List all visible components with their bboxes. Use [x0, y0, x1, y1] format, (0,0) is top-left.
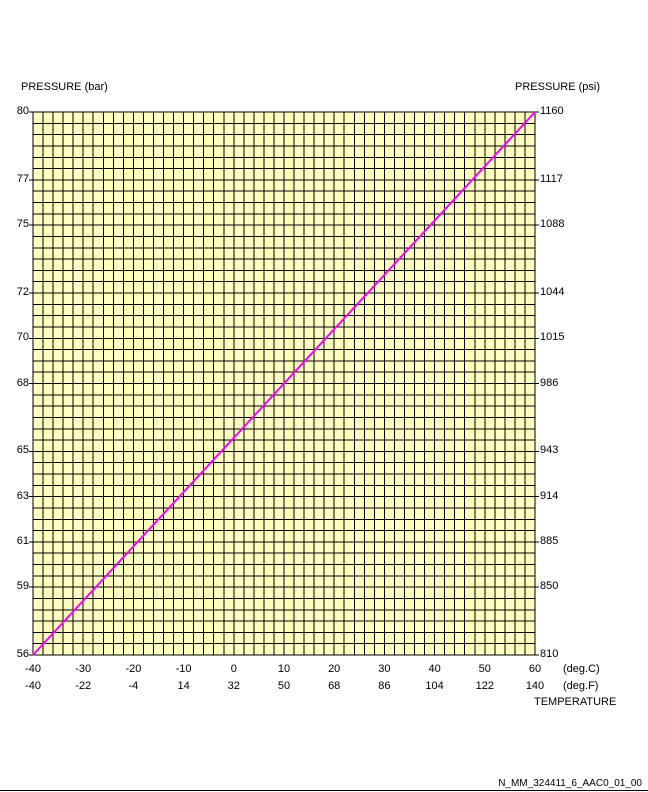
- x-tick-label-celsius: -20: [125, 663, 142, 675]
- y-tick-label-bar: 72: [16, 286, 29, 298]
- y-tick-label-bar: 68: [16, 376, 29, 389]
- x-tick-label-fahrenheit: -22: [75, 680, 92, 692]
- y-tick-label-psi: 810: [540, 648, 559, 660]
- series-line-0: [32, 111, 536, 656]
- y-tick-label-bar: 59: [16, 580, 29, 593]
- y-tick-label-psi: 1160: [540, 105, 564, 117]
- x-tick-label-celsius: 10: [277, 663, 291, 675]
- x-tick-label-fahrenheit: -40: [25, 680, 41, 692]
- x-tick-label-fahrenheit: 122: [475, 680, 494, 692]
- series-group: [32, 111, 536, 656]
- x-tick-label-fahrenheit: 86: [378, 680, 391, 692]
- x-unit-fahrenheit: (deg.F): [563, 680, 599, 692]
- y-tick-label-bar: 70: [16, 331, 29, 344]
- x-tick-label-fahrenheit: 14: [177, 680, 190, 692]
- y-tick-label-bar: 56: [16, 648, 29, 660]
- x-tick-label-fahrenheit: 50: [277, 680, 291, 692]
- x-tick-label-celsius: 50: [478, 663, 491, 675]
- y-tick-label-psi: 850: [540, 580, 559, 593]
- x-tick-label-celsius: 20: [328, 663, 341, 675]
- x-tick-label-fahrenheit: 104: [425, 680, 444, 692]
- x-tick-label-celsius: -10: [175, 663, 192, 675]
- y-tick-label-bar: 63: [16, 489, 29, 502]
- y-axis-right-label: PRESSURE (psi): [515, 81, 600, 93]
- y-tick-label-psi: 1117: [540, 172, 563, 185]
- y-tick-label-psi: 914: [540, 489, 559, 502]
- grid-lines: [29, 111, 539, 656]
- x-unit-celsius: (deg.C): [563, 663, 600, 675]
- y-tick-label-bar: 80: [16, 105, 29, 117]
- y-tick-label-psi: 943: [540, 444, 559, 457]
- y-tick-label-bar: 75: [16, 218, 29, 231]
- y-tick-label-psi: 1088: [540, 218, 565, 231]
- x-tick-label-fahrenheit: 32: [227, 680, 240, 692]
- x-tick-label-celsius: -40: [25, 663, 41, 675]
- bottom-rule: [0, 790, 648, 791]
- x-tick-label-fahrenheit: 68: [328, 680, 341, 692]
- y-tick-label-bar: 61: [16, 534, 29, 547]
- x-tick-label-celsius: 60: [528, 663, 542, 675]
- y-tick-label-psi: 986: [540, 376, 559, 389]
- x-tick-label-fahrenheit: 140: [525, 680, 545, 692]
- x-axis-label: TEMPERATURE: [534, 696, 617, 708]
- x-tick-label-celsius: 30: [378, 663, 391, 675]
- y-axis-left-label: PRESSURE (bar): [21, 81, 108, 93]
- y-tick-label-psi: 1015: [540, 331, 565, 344]
- x-tick-label-fahrenheit: -4: [128, 680, 139, 692]
- y-tick-label-psi: 1044: [540, 286, 565, 298]
- y-tick-label-bar: 65: [16, 444, 29, 457]
- footer-code: N_MM_324411_6_AAC0_01_00: [498, 778, 642, 789]
- y-tick-label-psi: 885: [540, 534, 559, 547]
- x-tick-label-celsius: -30: [75, 663, 92, 675]
- y-tick-label-bar: 77: [16, 172, 29, 185]
- x-tick-label-celsius: 0: [230, 663, 237, 675]
- x-tick-label-celsius: 40: [428, 663, 441, 675]
